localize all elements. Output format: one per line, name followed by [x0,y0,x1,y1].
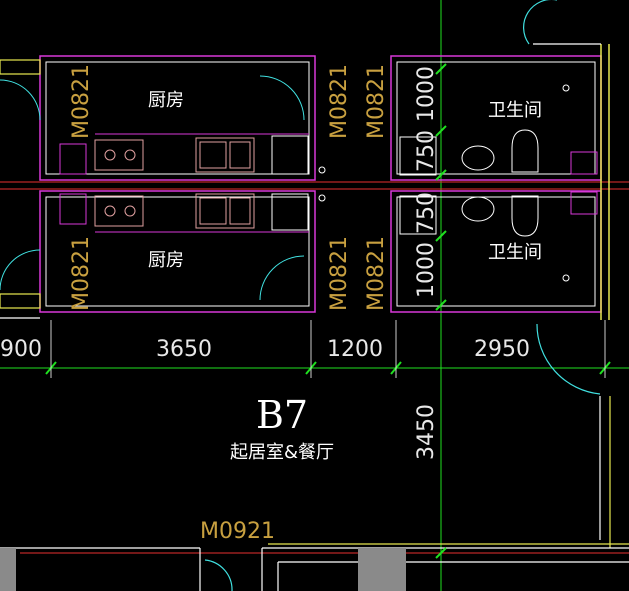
door-code-kitchen-bottom-left: M0821 [69,236,94,311]
door-code-bath-bottom-left: M0821 [364,236,389,311]
cabinet-icon [271,193,309,231]
door-code-kitchen-bottom-right: M0821 [327,236,352,311]
upper-door-swing [523,0,557,45]
door-code-kitchen-top-right: M0821 [327,64,352,139]
dimension-tick [435,547,447,559]
stove-icon [94,139,144,171]
floor-drain-icon [562,274,570,282]
door-code-bath-top-left: M0821 [364,64,389,139]
bath-top-inner-wall [396,61,596,175]
dimension-1000-top: 1000 [414,66,439,122]
dimension-900: 900 [0,337,42,362]
dimension-750-bottom: 750 [414,192,439,234]
dimension-ticks [45,63,611,559]
sink-icon [195,137,255,173]
bathroom-walls [390,44,610,320]
bath-bottom-inner-wall [396,196,596,307]
kitchen-top-door-swing-right [259,75,305,121]
kitchen-top-walls [0,55,316,181]
sink-basin-icon [199,197,227,225]
fridge-icon [59,193,87,225]
stove-icon [94,195,144,227]
toilet-icon [511,129,539,173]
dimension-tick [435,63,447,75]
dimension-3450: 3450 [414,404,439,460]
red-axis-lines [0,181,629,554]
dimension-2950: 2950 [474,337,530,362]
room-label-bath-bottom: 卫生间 [488,242,542,263]
dimension-750-top: 750 [414,130,439,172]
kitchen-bottom-inner-wall [45,196,310,307]
kitchen-bottom-window [0,293,41,309]
sink-icon [195,193,255,229]
dimension-tick [435,125,447,137]
living-door-swing-bottom [204,559,233,591]
burner-icon [124,205,136,217]
columns [0,548,406,591]
kitchen-top-inner-wall [45,61,310,175]
kitchen-bottom-walls [0,190,316,313]
cabinet-icon [271,135,309,175]
water-heater-icon [570,191,598,215]
unit-code-label: B7 [256,393,308,437]
dimension-tick [435,230,447,242]
kitchen-top-window [0,59,41,75]
kitchen-bottom-door-swing-left [0,249,41,291]
kitchen-bottom-appliances [59,193,309,231]
kitchen-top-door-swing-left [0,79,41,121]
dimension-1000-bottom: 1000 [414,242,439,298]
structural-column [358,548,406,591]
floor-drain-icon [318,166,326,174]
kitchen-top-appliances [59,135,309,175]
door-code-kitchen-top-left: M0821 [69,64,94,139]
kitchen-bottom-outline [39,190,316,313]
washbasin-icon [461,145,495,171]
water-heater-icon [570,151,598,175]
sink-basin-icon [229,197,251,225]
burner-icon [104,205,116,217]
burner-icon [124,149,136,161]
kitchen-bottom-door-swing-right [259,255,305,301]
bathroom-fixtures [318,84,598,282]
dimension-extension-lines [50,320,606,378]
living-door-swing-right [536,323,601,395]
dimension-tick [435,169,447,181]
floor-drain-icon [562,84,570,92]
dimension-3650: 3650 [156,337,212,362]
washbasin-icon [461,196,495,222]
shower-tray-icon [399,136,437,176]
sink-basin-icon [199,141,227,169]
burner-icon [104,149,116,161]
dimension-tick [435,299,447,311]
floor-drain-icon [318,194,326,202]
room-label-kitchen-bottom: 厨房 [148,250,184,271]
fridge-icon [59,143,87,175]
door-code-living: M0921 [200,519,275,544]
room-label-living: 起居室&餐厅 [230,442,334,463]
room-label-kitchen-top: 厨房 [148,90,184,111]
structural-column [0,548,16,591]
toilet-icon [511,195,539,237]
dimension-1200: 1200 [327,337,383,362]
room-label-bath-top: 卫生间 [488,100,542,121]
sink-basin-icon [229,141,251,169]
shower-tray-icon [399,195,437,235]
